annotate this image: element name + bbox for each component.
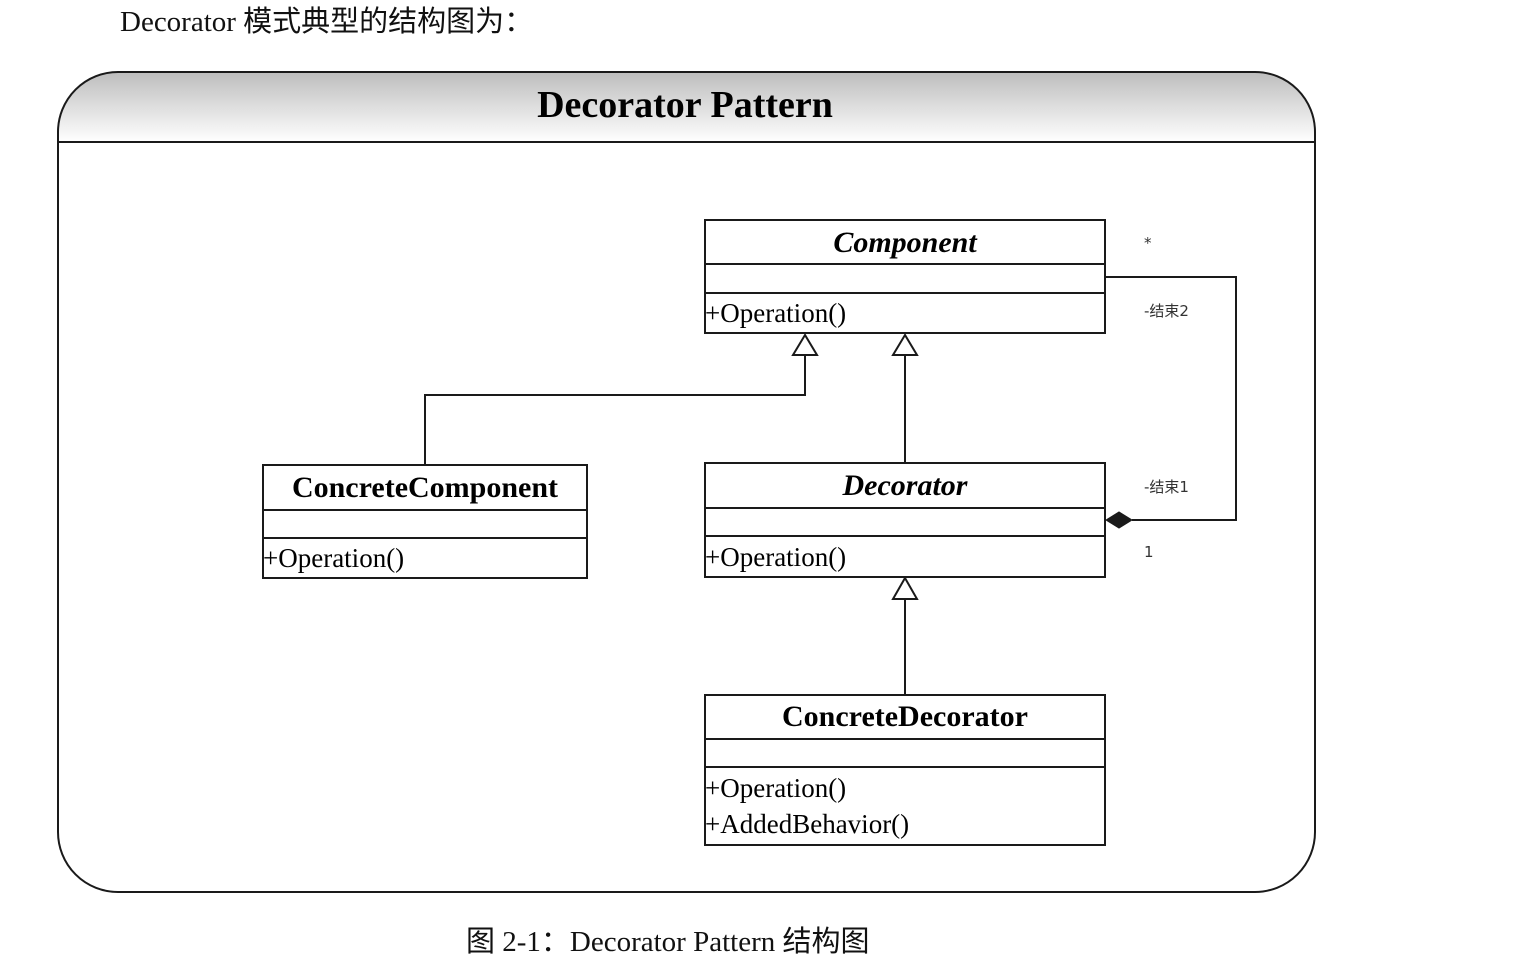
class-name: Component [833,226,978,259]
composition-diamond [1105,511,1133,529]
connectors [424,276,1237,695]
class-operation: +Operation() [705,542,846,572]
generalization-arrowhead-decorator [891,575,919,600]
class-name: Decorator [842,469,968,502]
class-operation: +AddedBehavior() [705,809,909,839]
class-name: ConcreteComponent [292,471,558,504]
intro-text: Decorator 模式典型的结构图为： [120,6,534,38]
pattern-frame: Decorator Pattern [57,71,1316,893]
association-labels: * -结束2 -结束1 1 [1144,234,1189,561]
class-operation: +Operation() [263,543,404,573]
generalization-arrowhead-component-left [791,333,819,356]
class-name: ConcreteDecorator [782,700,1028,733]
frame-header-background [58,72,1315,142]
multiplicity-many: * [1144,234,1152,252]
arrowheads [791,333,919,600]
class-concrete-component: ConcreteComponent +Operation() [262,464,588,579]
class-box [704,462,1106,578]
aggregation-line [1105,276,1237,521]
class-decorator: Decorator +Operation() [704,462,1106,578]
generalization-arrowhead-component-right [891,333,919,356]
role-label-end2: -结束2 [1144,302,1189,320]
role-label-end1: -结束1 [1144,478,1189,496]
class-box [704,694,1106,846]
class-operation: +Operation() [705,773,846,803]
figure-caption: 图 2-1：Decorator Pattern 结构图 [466,926,870,958]
class-component: Component +Operation() [704,219,1106,334]
frame-title: Decorator Pattern [537,84,833,126]
class-box [704,219,1106,334]
frame-border [57,71,1316,893]
class-box [262,464,588,579]
class-concrete-decorator: ConcreteDecorator +Operation() +AddedBeh… [704,694,1106,846]
multiplicity-one: 1 [1144,543,1154,561]
class-operation: +Operation() [705,298,846,328]
concretecomponent-generalization-line [424,355,806,465]
